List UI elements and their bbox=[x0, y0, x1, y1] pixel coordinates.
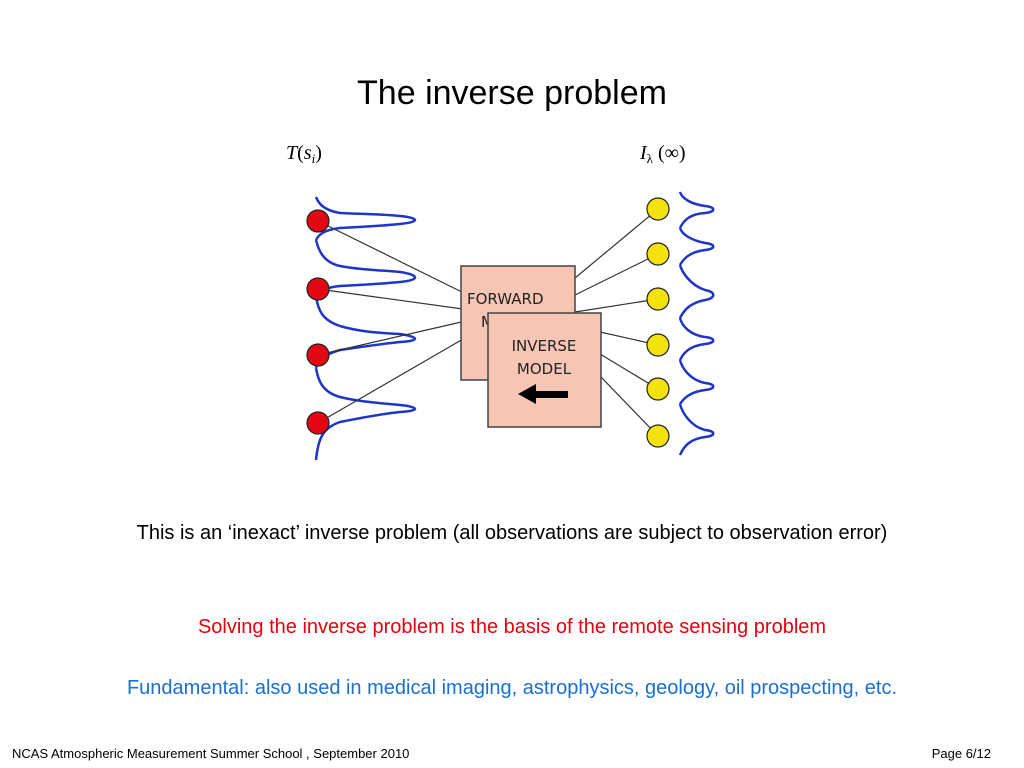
remote-sensing-text: Solving the inverse problem is the basis… bbox=[197, 616, 827, 638]
footer-page-number: Page 6/12 bbox=[931, 746, 991, 761]
right-node bbox=[646, 333, 670, 357]
slide-title: The inverse problem bbox=[357, 74, 667, 112]
right-label-rest: (∞) bbox=[657, 142, 686, 164]
left-node bbox=[306, 277, 330, 301]
right-node bbox=[646, 287, 670, 311]
left-label-base: T bbox=[286, 142, 298, 164]
left-axis-label: T(si) bbox=[286, 142, 322, 167]
left-label-close: ) bbox=[315, 142, 322, 164]
left-arrow-icon bbox=[518, 384, 568, 404]
right-node bbox=[646, 424, 670, 448]
inexact-problem-text: This is an ‘inexact’ inverse problem (al… bbox=[136, 522, 888, 544]
inverse-box-line2: MODEL bbox=[517, 360, 572, 378]
left-label-var: s bbox=[303, 142, 312, 164]
forward-box-line1: FORWARD bbox=[467, 290, 544, 308]
fundamental-text: Fundamental: also used in medical imagin… bbox=[126, 677, 898, 699]
right-weighting-curves bbox=[678, 191, 715, 456]
inverse-box-line1: INVERSE bbox=[512, 337, 577, 355]
right-radiance-nodes bbox=[646, 197, 670, 448]
left-label-sub: i bbox=[311, 151, 316, 166]
right-axis-label: Iλ (∞) bbox=[640, 142, 686, 167]
inverse-model-box: INVERSE MODEL bbox=[487, 312, 602, 428]
left-node bbox=[306, 411, 330, 435]
right-label-sub: λ bbox=[646, 151, 653, 166]
right-label-base: I bbox=[640, 142, 647, 164]
footer-school: NCAS Atmospheric Measurement Summer Scho… bbox=[12, 746, 410, 761]
left-weighting-curves bbox=[314, 196, 417, 461]
right-node bbox=[646, 242, 670, 266]
right-node bbox=[646, 197, 670, 221]
left-node bbox=[306, 209, 330, 233]
right-node bbox=[646, 377, 670, 401]
left-temperature-nodes bbox=[306, 209, 330, 435]
left-label-open: ( bbox=[297, 142, 304, 164]
left-node bbox=[306, 343, 330, 367]
